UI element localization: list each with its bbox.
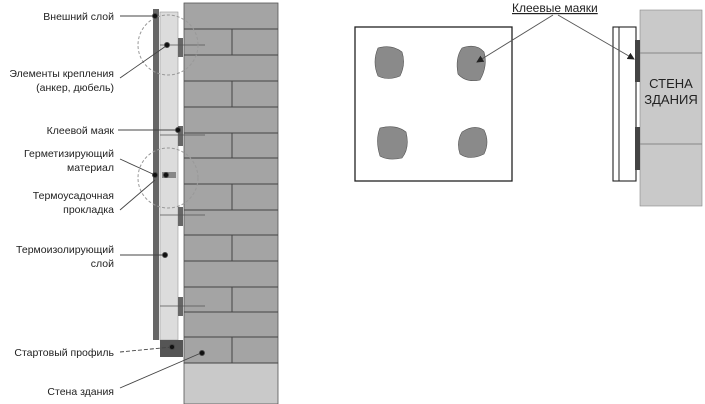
wall-label: СТЕНА [649, 76, 693, 91]
label-sealing: Герметизирующий [24, 148, 114, 160]
label-fasteners: Элементы крепления [9, 68, 114, 80]
label-shrink-pad-2: прокладка [63, 204, 114, 216]
adhesive-beacons [178, 38, 183, 316]
label-insulation-2: слой [91, 258, 114, 270]
detail-circle [137, 147, 199, 209]
label-start-profile: Стартовый профиль [14, 347, 114, 359]
wall-label-2: ЗДАНИЯ [644, 92, 697, 107]
adhesive-blobs [374, 45, 488, 160]
label-fasteners-2: (анкер, дюбель) [36, 82, 114, 94]
label-insulation: Термоизолирующий [16, 244, 114, 256]
panel-side-view [612, 26, 637, 182]
brick-wall [183, 2, 279, 404]
label-building-wall: Стена здания [47, 386, 114, 398]
label-adhesive-beacon: Клеевой маяк [47, 125, 115, 137]
label-sealing-2: материал [67, 162, 114, 174]
label-outer-layer: Внешний слой [43, 11, 114, 23]
label-shrink-pad: Термоусадочная [33, 190, 114, 202]
adhesive-beacons-title: Клеевые маяки [512, 1, 598, 15]
detail-circle [137, 14, 199, 76]
wall-side-view [639, 9, 703, 207]
